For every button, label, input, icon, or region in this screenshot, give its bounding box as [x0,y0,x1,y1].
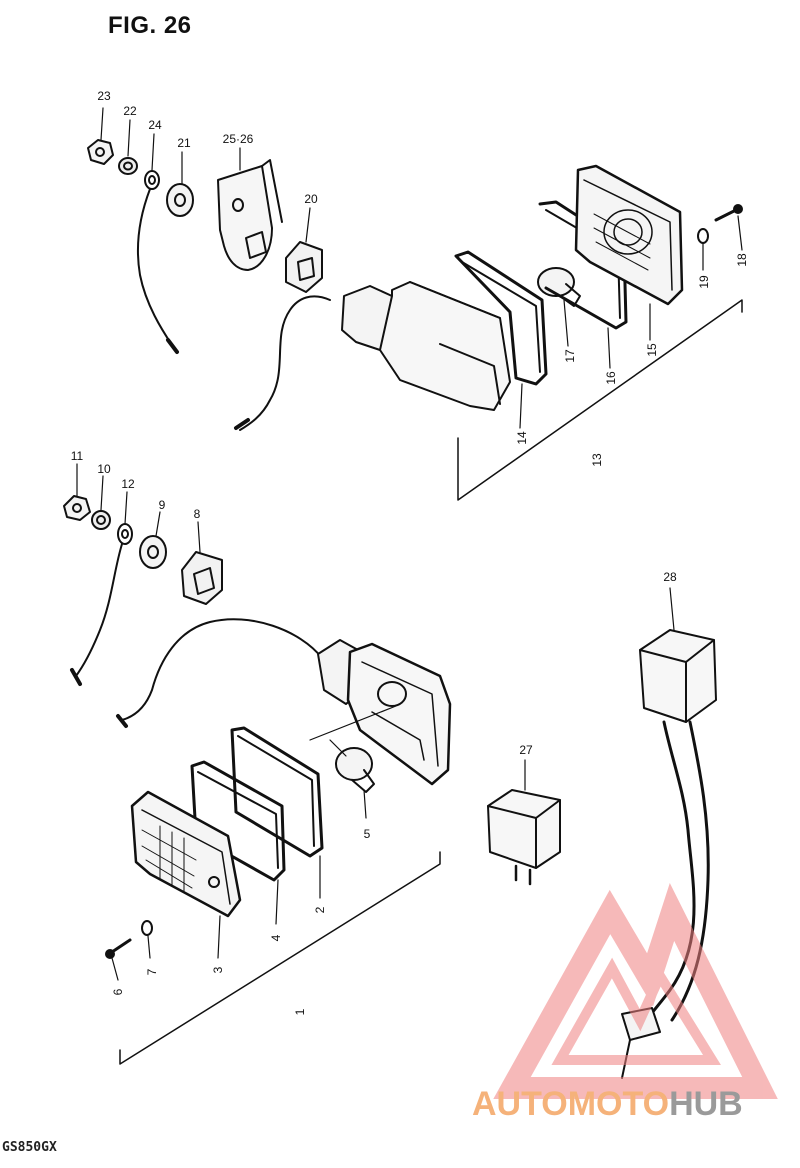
callout-3: 3 [211,966,225,974]
part-7-washer [141,920,153,936]
callout-15: 15 [645,343,659,357]
callout-11: 11 [70,449,84,463]
assembly-13-bracket [457,299,743,501]
callout-14: 14 [515,431,529,445]
callout-5: 5 [363,827,371,841]
callout-2: 2 [313,906,327,914]
part-11-nut [63,495,91,521]
part-24-ground-wire [136,170,179,354]
callout-21: 21 [177,136,191,150]
callout-19: 19 [697,275,711,289]
part-14-gasket [454,250,548,386]
part-17-bulb [537,267,581,307]
callout-13: 13 [590,453,604,467]
callout-10: 10 [97,462,111,476]
part-23-nut [87,139,114,165]
part-19-washer [697,228,709,244]
watermark-part1: AUTOMOTO [472,1085,670,1123]
part-12-ground-wire [70,523,133,686]
lower-lamp-housing [116,618,452,786]
callout-18: 18 [735,253,749,267]
figure-title: FIG. 26 [108,12,192,39]
part-3-lens [130,790,242,918]
callout-6: 6 [111,988,125,996]
part-15-lens [574,164,684,306]
callout-8: 8 [193,507,201,521]
callout-23: 23 [97,89,111,103]
part-22-washer [118,157,138,175]
callout-9: 9 [158,498,166,512]
model-label: GS850GX [2,1140,57,1155]
part-9-washer [139,535,167,569]
callout-27: 27 [519,743,533,757]
watermark-logo-icon [493,883,778,1099]
upper-leader-lines [100,107,743,429]
callout-7: 7 [145,968,159,976]
part-20-grommet [285,241,323,293]
part-5-bulb [309,705,397,793]
callout-20: 20 [304,192,318,206]
callout-12: 12 [121,477,135,491]
part-27-relay [487,759,561,886]
lower-leader-lines [76,463,367,981]
callout-1: 1 [293,1008,307,1016]
assembly-1-bracket [119,851,441,1065]
watermark-text: AUTOMOTOHUB [472,1086,743,1122]
part-2-gasket [230,726,324,858]
upper-lamp-housing [234,281,511,431]
watermark-part2: HUB [669,1085,743,1123]
callout-22: 22 [123,104,137,118]
part-8-grommet [181,551,223,605]
part-10-washer [91,510,111,530]
callout-16: 16 [604,371,618,385]
callout-24: 24 [148,118,162,132]
part-18-screw [714,204,743,222]
part-21-washer [166,183,194,217]
part-25-26-bracket [217,159,283,271]
callout-17: 17 [563,349,577,363]
callout-28: 28 [663,570,677,584]
callout-4: 4 [269,934,283,942]
part-6-screw [105,938,132,959]
callout-25-26: 25·26 [222,132,254,146]
